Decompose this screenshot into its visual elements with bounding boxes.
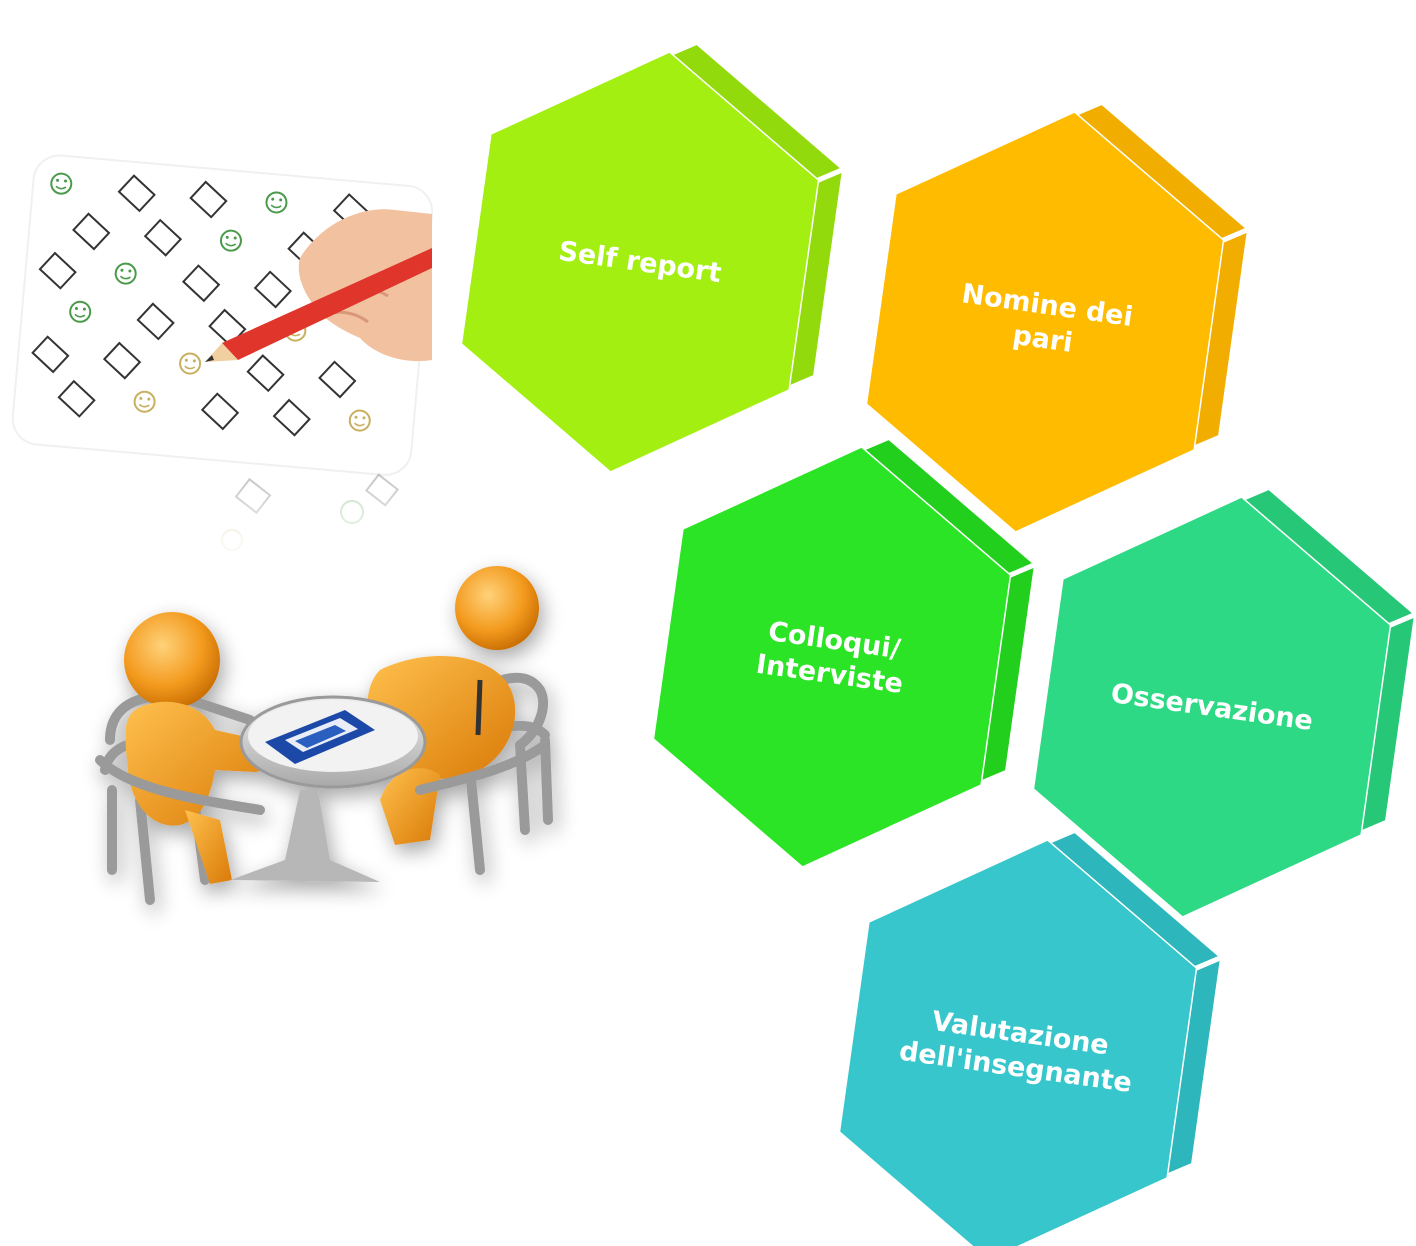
questionnaire-checklist-icon bbox=[10, 154, 434, 570]
hexagon-osservazione: Osservazione bbox=[1034, 484, 1416, 917]
checkbox-icon bbox=[181, 264, 221, 303]
checkbox-icon bbox=[143, 218, 183, 257]
smiley-face-icon bbox=[179, 352, 202, 375]
checkbox-icon bbox=[117, 174, 156, 213]
smiley-face-icon bbox=[50, 172, 73, 195]
book-icon bbox=[265, 710, 375, 764]
smiley-face-icon bbox=[348, 409, 371, 432]
hexagon-colloqui-interviste: Colloqui/Interviste bbox=[654, 434, 1040, 867]
hexagon-front-face bbox=[840, 840, 1196, 1246]
right-person bbox=[367, 566, 539, 845]
hexagon-front-face bbox=[462, 52, 818, 472]
checkbox-icon bbox=[72, 212, 111, 251]
two-people-at-table-icon bbox=[95, 566, 553, 905]
checkbox-icon bbox=[272, 398, 311, 437]
checkbox-icon bbox=[57, 379, 96, 418]
smiley-face-icon bbox=[265, 191, 288, 214]
smiley-face-icon bbox=[219, 229, 242, 252]
hexagon-front-face bbox=[867, 112, 1223, 532]
hexagon-valutazione-insegnante: Valutazionedell'insegnante bbox=[840, 827, 1226, 1246]
checkbox-icon bbox=[246, 354, 285, 393]
hexagon-front-face bbox=[1034, 497, 1390, 917]
checkbox-icon bbox=[189, 180, 228, 219]
red-pencil-icon bbox=[205, 248, 432, 362]
hexagon-front-face bbox=[654, 447, 1010, 867]
smiley-face-icon bbox=[69, 300, 92, 323]
smiley-face-icon bbox=[114, 262, 137, 285]
checkbox-icon bbox=[318, 360, 357, 399]
hexagon-self-report: Self report bbox=[462, 39, 848, 472]
checkbox-icon bbox=[200, 392, 240, 431]
checkbox-icon bbox=[102, 341, 142, 380]
smiley-face-icon bbox=[133, 390, 156, 413]
hexagon-nomine-dei-pari: Nomine deipari bbox=[867, 99, 1253, 532]
checkbox-icon bbox=[31, 335, 70, 374]
checkbox-icon bbox=[136, 302, 175, 341]
questionnaire-reflection bbox=[10, 470, 410, 570]
checkbox-icon bbox=[38, 251, 77, 290]
checkbox-icon bbox=[253, 270, 293, 309]
